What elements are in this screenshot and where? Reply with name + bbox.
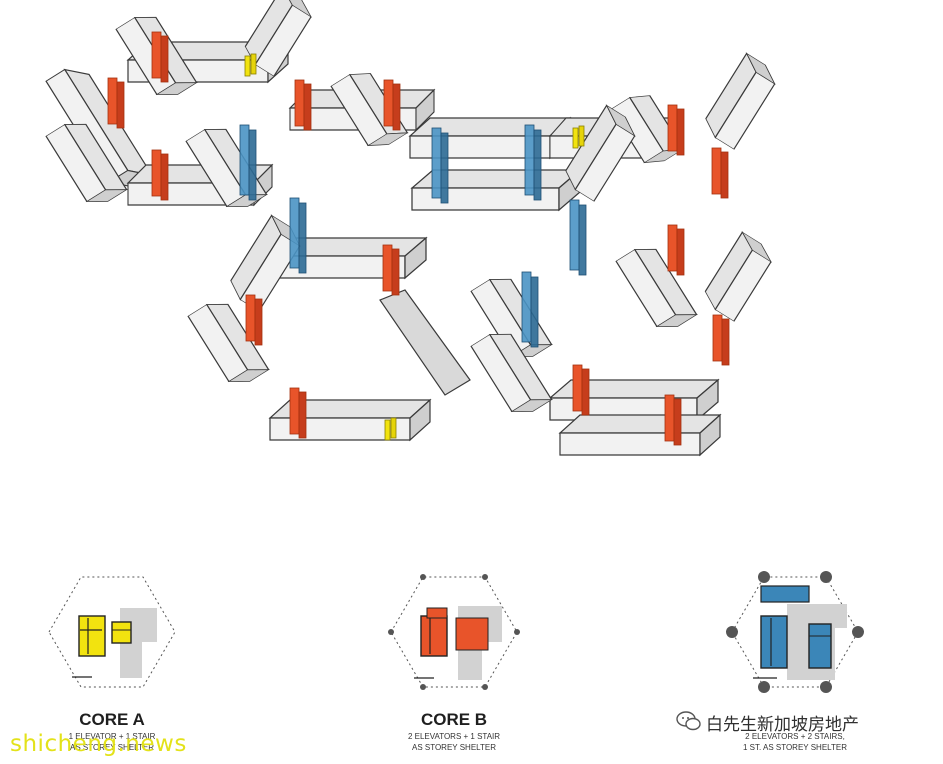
- core-b-description: 2 ELEVATORS + 1 STAIR AS STOREY SHELTER: [374, 731, 534, 753]
- watermark-right: 白先生新加坡房地产: [706, 715, 859, 735]
- core-a-title: CORE A: [79, 710, 145, 729]
- core-c-plan: [726, 571, 864, 693]
- core-a-desc-line-2: AS STOREY SHELTER: [69, 743, 155, 752]
- core-a-description: 1 ELEVATOR + 1 STAIR AS STOREY SHELTER: [32, 731, 192, 753]
- core-b-desc-line-1: 2 ELEVATORS + 1 STAIR: [407, 732, 501, 741]
- core-b-title: CORE B: [420, 710, 488, 729]
- core-c-desc-line-2: 1 ST. AS STOREY SHELTER: [742, 743, 848, 752]
- wechat-icon: [676, 711, 701, 731]
- core-c-desc-line-1: 2 ELEVATORS + 2 STAIRS,: [745, 732, 845, 741]
- building-cluster-right: [470, 52, 782, 456]
- core-c-description: 2 ELEVATORS + 2 STAIRS, 1 ST. AS STOREY …: [715, 731, 875, 753]
- building-cluster-left: [45, 0, 471, 441]
- watermark-left: shicheng.news: [10, 731, 187, 757]
- core-a-plan: [48, 576, 176, 688]
- core-b-desc-line-2: AS STOREY SHELTER: [411, 743, 497, 752]
- core-b-plan: [388, 574, 520, 690]
- core-a-desc-line-1: 1 ELEVATOR + 1 STAIR: [68, 732, 156, 741]
